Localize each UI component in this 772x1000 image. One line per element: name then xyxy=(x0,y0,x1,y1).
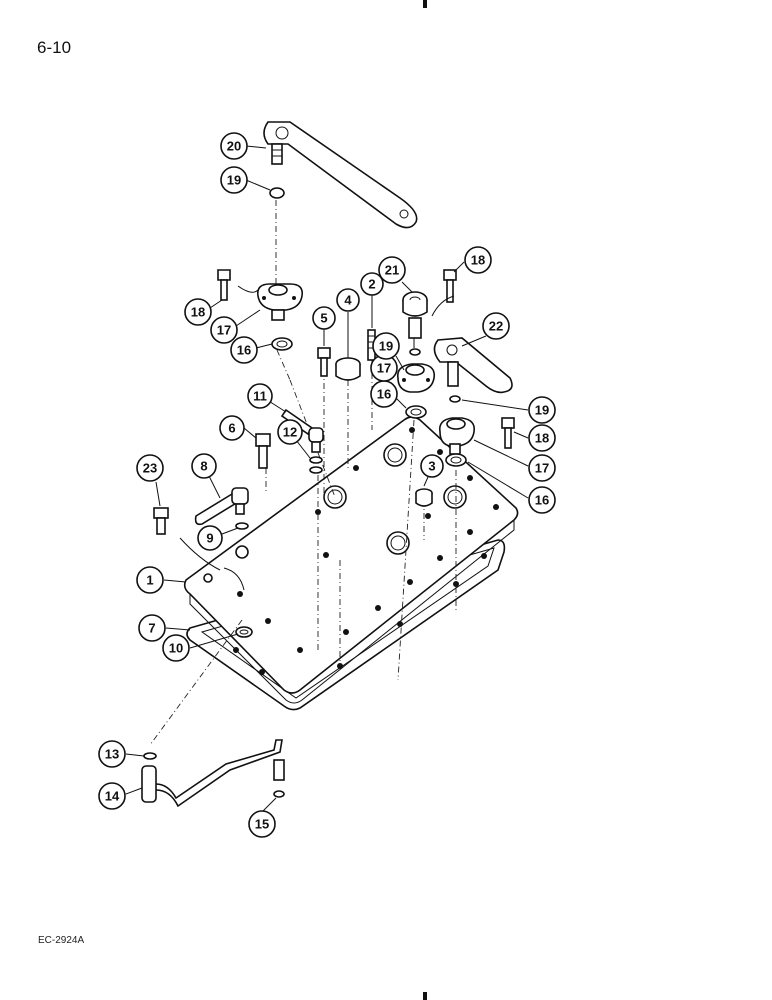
plate-holes xyxy=(203,427,499,653)
svg-text:19: 19 xyxy=(227,173,241,188)
callout-10: 10 xyxy=(162,634,190,662)
callout-16-left: 16 xyxy=(230,336,258,364)
svg-text:18: 18 xyxy=(471,253,485,268)
lever-arm-right xyxy=(433,337,513,394)
callout-23: 23 xyxy=(136,454,164,482)
o-ring-middle xyxy=(409,348,421,356)
svg-text:20: 20 xyxy=(227,139,241,154)
callout-13: 13 xyxy=(98,740,126,768)
callout-8: 8 xyxy=(191,453,217,479)
svg-text:15: 15 xyxy=(255,817,269,832)
svg-text:19: 19 xyxy=(379,339,393,354)
svg-text:17: 17 xyxy=(377,361,391,376)
crop-mark xyxy=(423,0,427,8)
callout-18-top: 18 xyxy=(464,246,492,274)
svg-text:17: 17 xyxy=(535,461,549,476)
callout-6: 6 xyxy=(219,415,245,441)
svg-text:16: 16 xyxy=(237,343,251,358)
tube-assembly xyxy=(141,739,285,808)
callout-12: 12 xyxy=(277,419,303,445)
svg-text:4: 4 xyxy=(344,293,352,308)
callout-17-left: 17 xyxy=(210,316,238,344)
o-ring-upper xyxy=(269,187,285,199)
svg-text:13: 13 xyxy=(105,747,119,762)
callout-16-middle: 16 xyxy=(370,380,398,408)
o-ring-right xyxy=(449,395,461,403)
callout-14: 14 xyxy=(98,782,126,810)
svg-text:18: 18 xyxy=(191,305,205,320)
plug-4 xyxy=(335,357,361,381)
svg-text:7: 7 xyxy=(148,621,155,636)
assembly-centerlines xyxy=(149,200,457,746)
svg-text:21: 21 xyxy=(385,263,399,278)
gasket-holes xyxy=(233,553,487,675)
svg-text:11: 11 xyxy=(253,389,267,404)
svg-text:6: 6 xyxy=(228,421,235,436)
svg-text:14: 14 xyxy=(105,789,120,804)
plug-3 xyxy=(415,488,433,507)
callout-3: 3 xyxy=(420,454,444,478)
callout-16-right: 16 xyxy=(528,486,556,514)
svg-text:12: 12 xyxy=(283,425,297,440)
callout-22: 22 xyxy=(482,312,510,340)
callout-19-right: 19 xyxy=(528,396,556,424)
svg-text:5: 5 xyxy=(320,311,327,326)
callout-15: 15 xyxy=(248,810,276,838)
bolt-23 xyxy=(153,507,169,535)
washer-12a xyxy=(309,456,323,464)
callout-4: 4 xyxy=(336,288,360,312)
svg-text:18: 18 xyxy=(535,431,549,446)
svg-text:17: 17 xyxy=(217,323,231,338)
bolt-6 xyxy=(255,433,271,469)
callout-7: 7 xyxy=(138,614,166,642)
bolt-5 xyxy=(317,347,331,377)
elbow-fitting-8 xyxy=(194,487,249,526)
svg-text:8: 8 xyxy=(200,459,207,474)
callout-bubbles: 1 2 3 4 5 6 7 8 9 10 11 12 13 14 15 16 1… xyxy=(98,132,556,838)
svg-text:2: 2 xyxy=(368,277,375,292)
crop-mark xyxy=(423,992,427,1000)
svg-text:1: 1 xyxy=(146,573,153,588)
callout-19-top: 19 xyxy=(220,166,248,194)
callout-2: 2 xyxy=(360,272,384,296)
callout-5: 5 xyxy=(312,306,336,330)
washer-9 xyxy=(235,522,249,530)
callout-19-middle: 19 xyxy=(372,332,400,360)
svg-text:3: 3 xyxy=(428,459,435,474)
shaft-21 xyxy=(402,291,428,339)
svg-text:19: 19 xyxy=(535,403,549,418)
callout-18-left: 18 xyxy=(184,298,212,326)
svg-text:10: 10 xyxy=(169,641,183,656)
callout-18-right: 18 xyxy=(528,424,556,452)
svg-text:23: 23 xyxy=(143,461,157,476)
bolt-right-lower xyxy=(501,417,515,449)
callout-1: 1 xyxy=(136,566,164,594)
callout-20: 20 xyxy=(220,132,248,160)
callout-11: 11 xyxy=(247,383,273,409)
seal-right xyxy=(445,453,467,467)
flange-middle xyxy=(396,363,436,393)
callout-21: 21 xyxy=(378,256,406,284)
callout-9: 9 xyxy=(197,525,223,551)
svg-text:16: 16 xyxy=(377,387,391,402)
bolt-right-upper xyxy=(443,269,457,303)
callout-17-right: 17 xyxy=(528,454,556,482)
flange-right xyxy=(438,417,476,455)
plug-10 xyxy=(235,626,253,638)
cover-plate-edge xyxy=(189,520,515,704)
washer-12b xyxy=(309,466,323,474)
seal-middle xyxy=(405,405,427,419)
bolt-left xyxy=(217,269,231,301)
seal-left xyxy=(271,337,293,351)
page-number: 6-10 xyxy=(37,38,72,57)
svg-text:9: 9 xyxy=(206,531,213,546)
svg-text:22: 22 xyxy=(489,319,503,334)
figure-code: EC-2924A xyxy=(38,935,85,946)
svg-text:16: 16 xyxy=(535,493,549,508)
gasket-outline xyxy=(186,539,506,711)
lever-arm-upper xyxy=(263,121,418,229)
flange-left xyxy=(256,283,304,321)
